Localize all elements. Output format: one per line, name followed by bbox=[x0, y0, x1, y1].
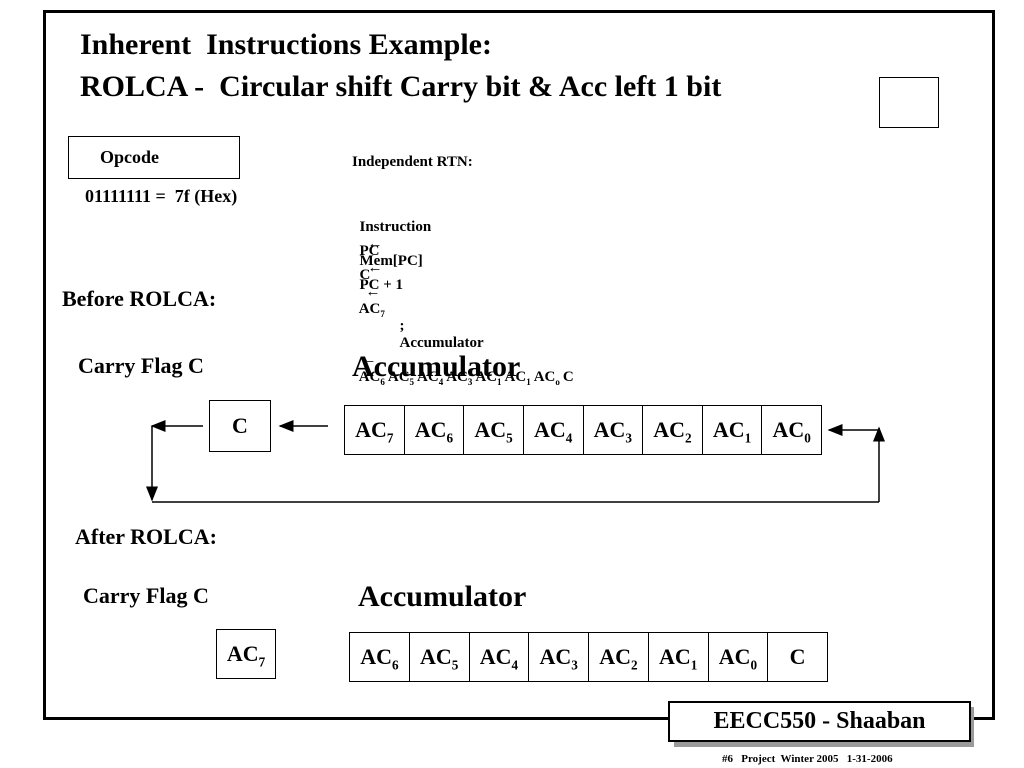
opcode-value: 01111111 = 7f (Hex) bbox=[85, 186, 238, 206]
after-heading: After ROLCA: bbox=[75, 524, 217, 549]
rtn-ac: AC bbox=[358, 301, 381, 317]
after-acc-cell-text: AC6 bbox=[360, 644, 399, 673]
rtn-pc-plus: PC + 1 bbox=[359, 277, 404, 293]
before-acc-cell-text: AC0 bbox=[772, 417, 811, 446]
after-acc-cell-text: AC1 bbox=[658, 644, 698, 673]
before-acc-cell-text: AC3 bbox=[593, 417, 632, 446]
rtn-ac-sub: 7 bbox=[380, 309, 385, 319]
after-acc-cell-2: AC4 bbox=[470, 633, 530, 681]
after-acc-cell-6: AC0 bbox=[709, 633, 769, 681]
slide-subtitle: ROLCA - Circular shift Carry bit & Acc l… bbox=[80, 70, 722, 103]
rtn-accumulator: Accumulator bbox=[399, 335, 484, 351]
assign-arrow-icon: ← bbox=[365, 284, 381, 300]
before-acc-cell-1: AC6 bbox=[405, 406, 465, 454]
after-acc-cell-text: C bbox=[789, 644, 806, 669]
assign-arrow-icon: ← bbox=[361, 352, 377, 368]
empty-box bbox=[879, 77, 939, 128]
rtn-line-2: PC ← PC + 1 bbox=[352, 226, 404, 294]
footnote: #6 Project Winter 2005 1-31-2006 bbox=[722, 753, 893, 765]
footer-badge: EECC550 - Shaaban bbox=[668, 701, 971, 742]
after-acc-cell-1: AC5 bbox=[410, 633, 470, 681]
slide-title: Inherent Instructions Example: bbox=[80, 28, 492, 61]
after-acc-cell-3: AC3 bbox=[529, 633, 589, 681]
before-acc-cell-text: AC4 bbox=[534, 417, 573, 446]
rtn-term: AC3 bbox=[446, 369, 473, 387]
rtn-pc: PC bbox=[359, 243, 380, 259]
before-acc-cell-6: AC1 bbox=[703, 406, 763, 454]
rtn-term: AC1 bbox=[504, 369, 531, 387]
opcode-label: Opcode bbox=[100, 147, 160, 167]
rtn-term: AC6 bbox=[358, 369, 385, 387]
slide-frame bbox=[43, 10, 995, 720]
before-acc-cell-text: AC5 bbox=[474, 417, 513, 446]
rtn-line-1: Instruction ← Mem[PC] bbox=[352, 202, 432, 270]
after-acc-cell-5: AC1 bbox=[649, 633, 709, 681]
rtn-heading: Independent RTN: bbox=[352, 154, 473, 170]
rtn-sep: ; bbox=[399, 318, 405, 334]
assign-arrow-icon: ← bbox=[367, 236, 383, 252]
rtn-c: C bbox=[359, 267, 371, 283]
before-acc-cell-text: AC1 bbox=[712, 417, 752, 446]
rtn-term: AC4 bbox=[417, 369, 444, 387]
after-accumulator-register: AC6 AC5 AC4 AC3 AC2 AC1 AC0 C bbox=[349, 632, 828, 682]
after-acc-cell-0: AC6 bbox=[350, 633, 410, 681]
before-accumulator-register: AC7 AC6 AC5 AC4 AC3 AC2 AC1 AC0 bbox=[344, 405, 822, 455]
before-carry-cell: C bbox=[209, 400, 271, 452]
before-acc-cell-text: AC2 bbox=[653, 417, 692, 446]
before-acc-cell-2: AC5 bbox=[464, 406, 524, 454]
rtn-term: AC5 bbox=[387, 369, 415, 387]
before-acc-cell-text: AC6 bbox=[414, 417, 454, 446]
after-acc-cell-4: AC2 bbox=[589, 633, 649, 681]
after-acc-cell-text: AC0 bbox=[718, 644, 758, 673]
before-acc-label: Accumulator bbox=[352, 350, 521, 383]
after-acc-label: Accumulator bbox=[358, 580, 527, 613]
rtn-instruction: Instruction bbox=[359, 219, 432, 235]
rtn-term: AC1 bbox=[475, 369, 502, 387]
opcode-box bbox=[68, 136, 240, 179]
before-acc-cell-0: AC7 bbox=[345, 406, 405, 454]
after-carry-text: AC7 bbox=[226, 641, 266, 670]
rtn-term: C bbox=[562, 369, 574, 385]
before-acc-cell-5: AC2 bbox=[643, 406, 703, 454]
rtn-term: ACo bbox=[533, 369, 560, 387]
after-carry-label: Carry Flag C bbox=[83, 583, 209, 608]
before-acc-cell-text: AC7 bbox=[355, 417, 394, 446]
after-acc-cell-text: AC3 bbox=[539, 644, 578, 673]
after-carry-value: AC7 bbox=[226, 641, 266, 670]
after-acc-cell-text: AC2 bbox=[599, 644, 638, 673]
before-acc-cell-7: AC0 bbox=[762, 406, 821, 454]
after-acc-cell-text: AC5 bbox=[419, 644, 459, 673]
before-heading: Before ROLCA: bbox=[62, 286, 217, 311]
rtn-mem-pc: Mem[PC] bbox=[359, 253, 423, 269]
before-acc-cell-3: AC4 bbox=[524, 406, 584, 454]
before-acc-cell-4: AC3 bbox=[584, 406, 644, 454]
after-acc-cell-7: C bbox=[768, 633, 827, 681]
after-acc-cell-text: AC4 bbox=[479, 644, 519, 673]
before-carry-label: Carry Flag C bbox=[78, 353, 204, 378]
assign-arrow-icon: ← bbox=[367, 260, 383, 276]
before-carry-value: C bbox=[232, 413, 248, 438]
after-carry-cell: AC7 bbox=[216, 629, 276, 679]
